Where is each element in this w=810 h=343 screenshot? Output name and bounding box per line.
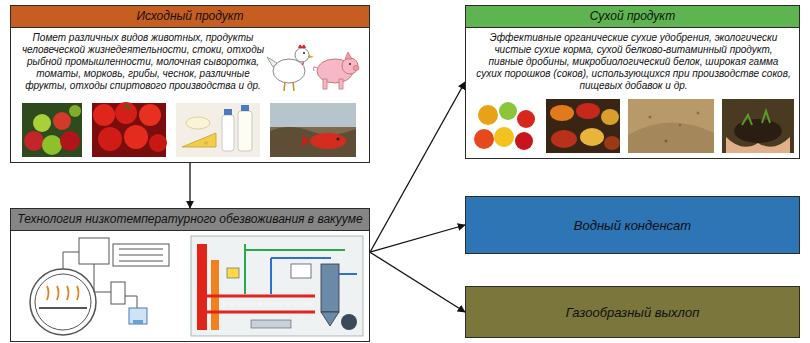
- source-photos: [20, 101, 360, 159]
- pig-figure: [313, 52, 359, 89]
- box-heading: Технология низкотемпературного обезвожив…: [11, 209, 369, 231]
- apples-photo: [22, 103, 82, 157]
- box-heading: Исходный продукт: [11, 6, 369, 28]
- soil-hands-photo: [722, 99, 794, 153]
- output-label: Водный конденсат: [570, 214, 695, 237]
- dry-product-photos: [470, 97, 796, 155]
- fruits-photo: [472, 99, 538, 153]
- chicken-figure: [267, 45, 314, 91]
- output-label: Газообразный выхлоп: [562, 301, 704, 324]
- flow-arrow: [189, 163, 190, 208]
- dairy-photo: [176, 103, 260, 157]
- tomatoes-photo: [92, 102, 167, 157]
- flow-arrow: [370, 82, 465, 252]
- text-row: Эффективные органические сухие удобрения…: [466, 28, 799, 94]
- flow-arrow: [370, 252, 465, 312]
- box-description: Эффективные органические сухие удобрения…: [476, 32, 791, 92]
- waste-photo: [270, 103, 356, 157]
- condensate-box: Водный конденсат: [465, 196, 800, 254]
- animals-illustration: [265, 35, 361, 93]
- text-row: Помет различных видов животных, продукты…: [11, 28, 369, 98]
- vacuum-drum-schematic: [30, 238, 169, 335]
- box-heading: Сухой продукт: [466, 6, 799, 28]
- flow-arrow: [370, 225, 465, 252]
- dry-product-box: Сухой продуктЭффективные органические су…: [465, 5, 800, 159]
- process-schematics: [15, 234, 365, 338]
- spices-photo: [546, 99, 620, 153]
- exhaust-box: Газообразный выхлоп: [465, 286, 800, 338]
- source-product-box: Исходный продуктПомет различных видов жи…: [10, 5, 370, 163]
- plant-flow-schematic: [191, 236, 363, 336]
- powder-photo: [628, 99, 714, 153]
- box-description: Помет различных видов животных, продукты…: [21, 32, 265, 92]
- technology-box: Технология низкотемпературного обезвожив…: [10, 208, 370, 342]
